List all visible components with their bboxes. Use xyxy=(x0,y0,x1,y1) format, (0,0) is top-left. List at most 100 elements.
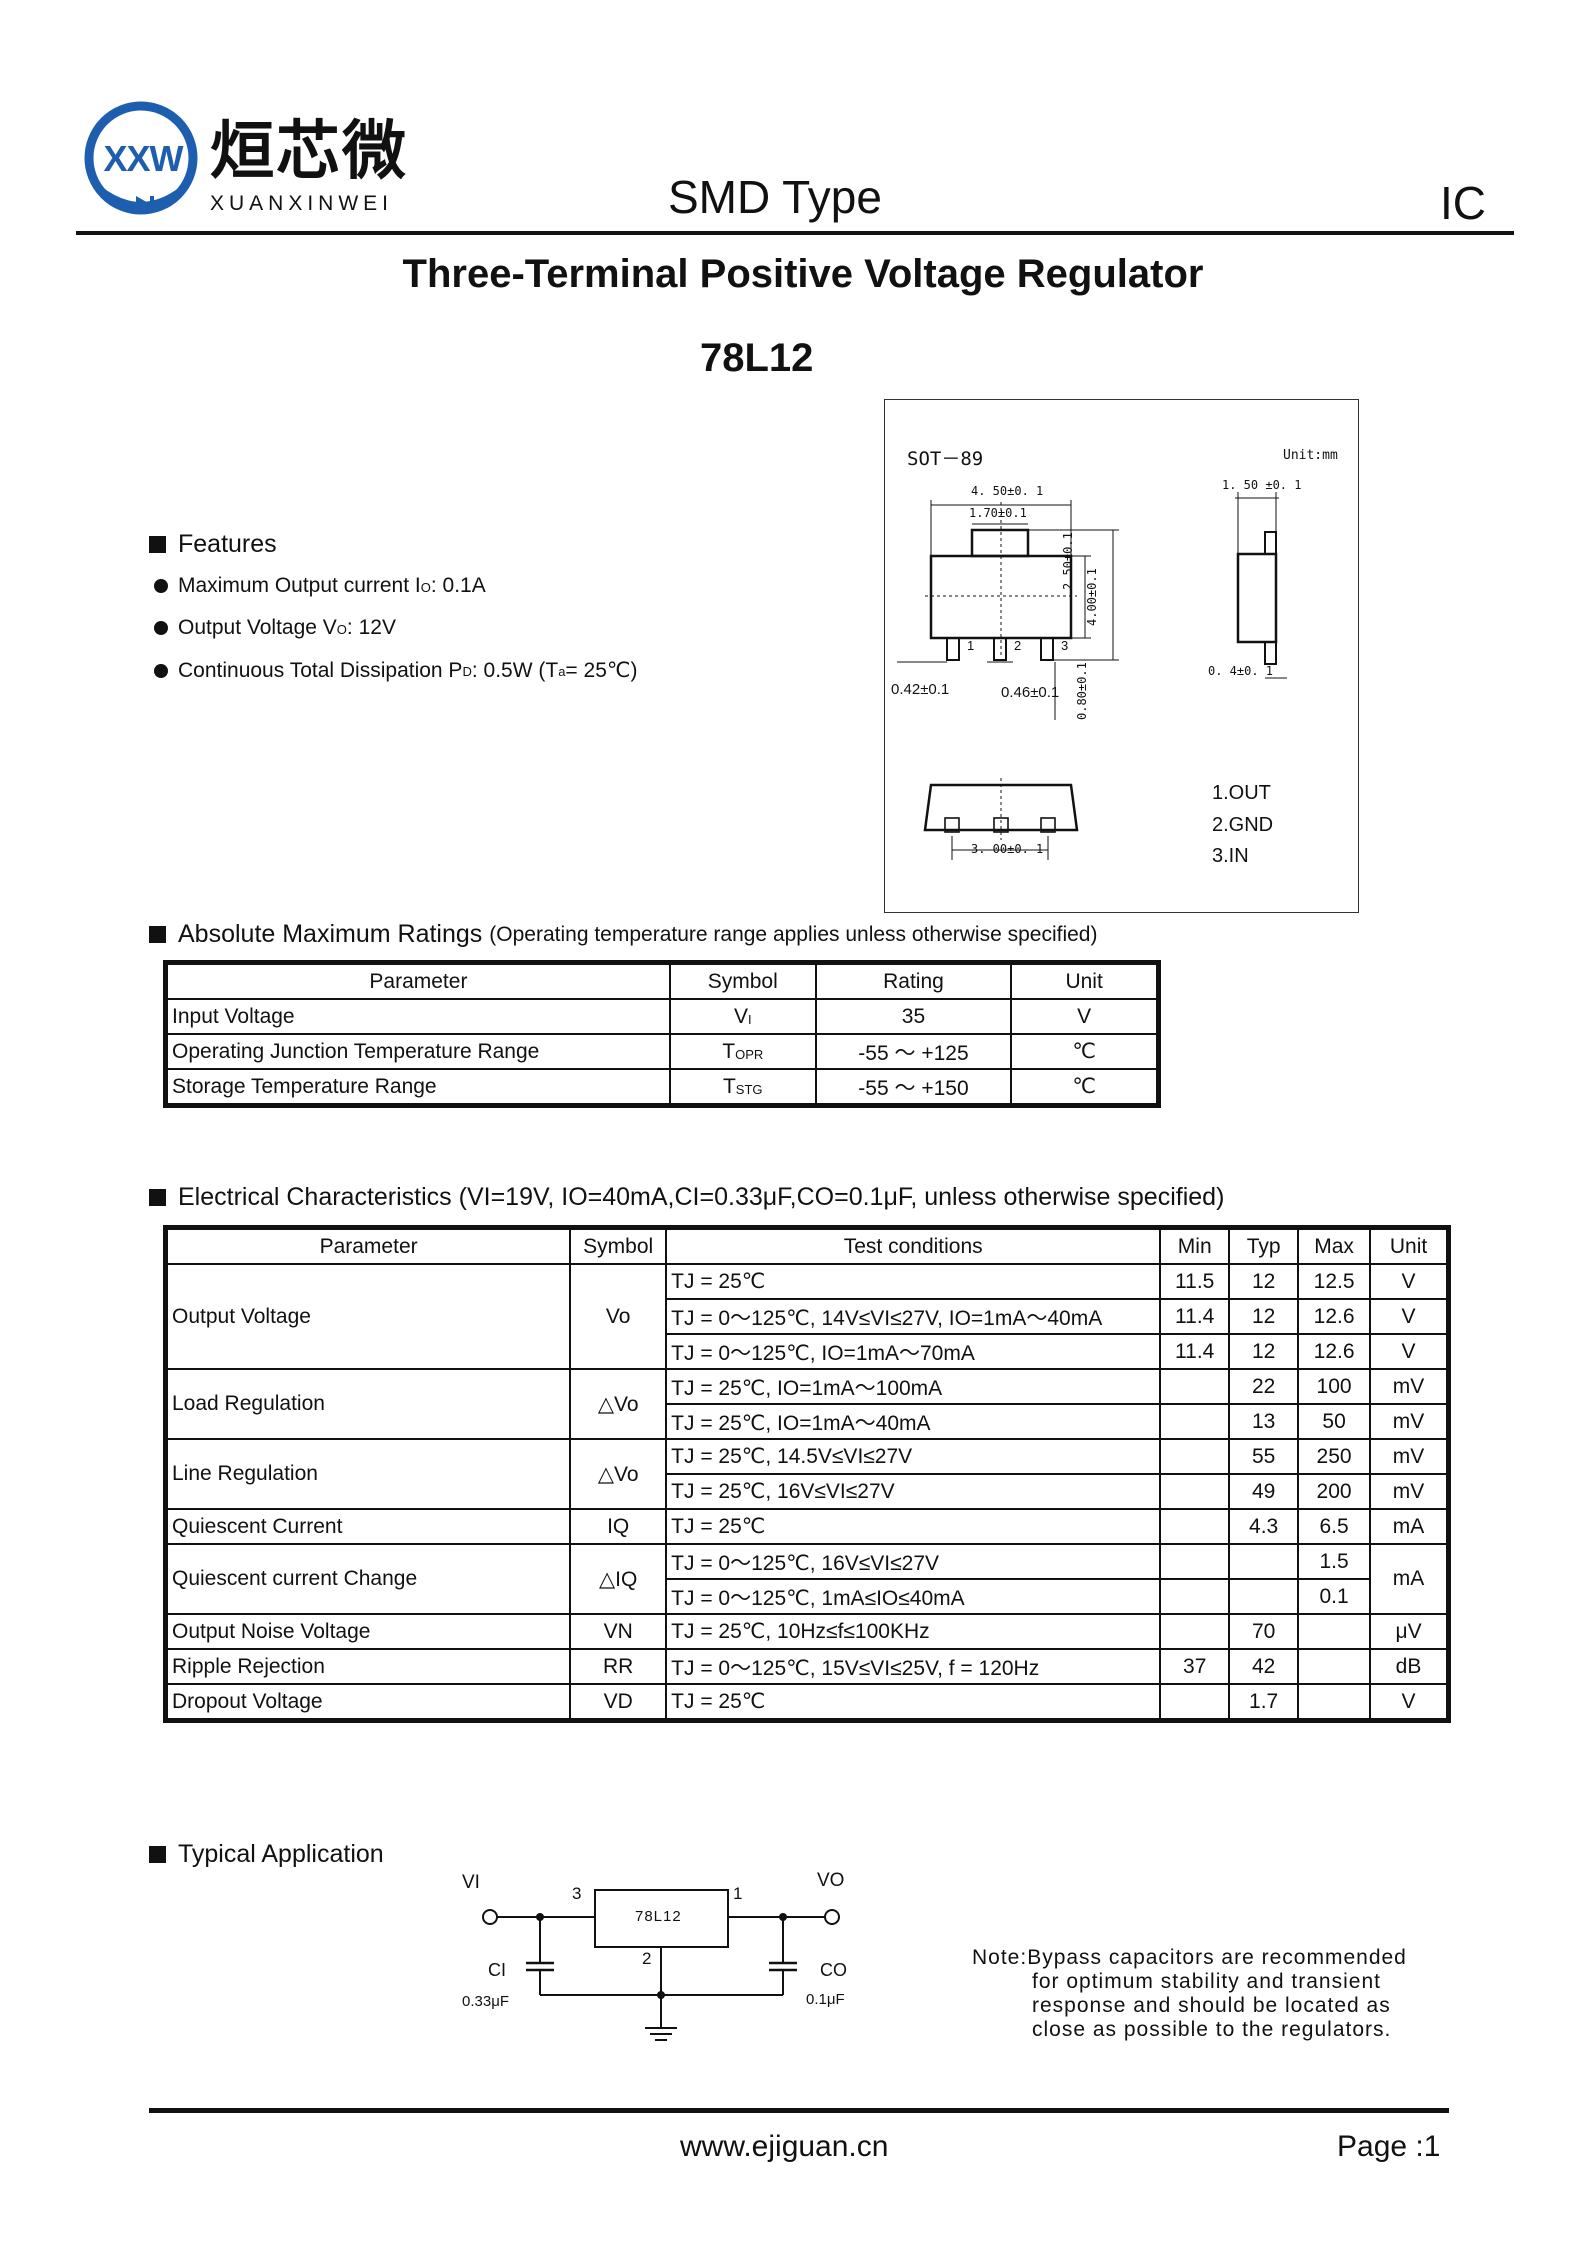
pin-label: 3 xyxy=(1061,638,1069,653)
dim-side-thick: 1. 50 ±0. 1 xyxy=(1222,478,1302,492)
application-note: Note:Bypass capacitors are recommended f… xyxy=(972,1946,1407,2041)
typ-cell: 12 xyxy=(1228,1263,1300,1300)
category-label: IC xyxy=(1440,177,1486,229)
header-cell: Rating xyxy=(814,963,1013,1000)
elec-heading: Electrical Characteristics (VI=19V, IO=4… xyxy=(149,1183,1224,1212)
vi-label: VI xyxy=(462,1872,480,1893)
condition-cell: TJ = 25℃, 10Hz≤f≤100KHz xyxy=(665,1613,1162,1650)
features-heading: Features xyxy=(149,530,277,559)
min-cell xyxy=(1159,1543,1231,1580)
max-cell xyxy=(1297,1683,1372,1720)
package-drawing: SOT－89 Unit:mm 4. 50±0. 1 1.70±0.1 1. 50… xyxy=(884,399,1359,913)
pin-in-label: 3 xyxy=(572,1884,582,1903)
header-cell: Unit xyxy=(1010,963,1158,1000)
max-cell: 12.5 xyxy=(1297,1263,1372,1300)
max-cell: 12.6 xyxy=(1297,1333,1372,1370)
dim-height-total: 4.00±0.1 xyxy=(1085,568,1099,626)
param-cell: Storage Temperature Range xyxy=(166,1068,671,1105)
dim-side-lead: 0. 4±0. 1 xyxy=(1208,664,1274,678)
unit-cell: dB xyxy=(1369,1648,1448,1685)
bullet-dot-icon xyxy=(154,579,168,593)
condition-cell: TJ = 25℃ xyxy=(665,1508,1162,1545)
application-circuit: VI VO 3 1 78L12 2 CI 0.33μF CO 0.1μF xyxy=(440,1860,900,2060)
rating-cell: -55 ～ +125 xyxy=(814,1033,1013,1070)
package-unit: Unit:mm xyxy=(1283,448,1338,463)
unit-cell: V xyxy=(1369,1333,1448,1370)
symbol-cell: IQ xyxy=(569,1508,668,1545)
header-cell: Typ xyxy=(1228,1228,1300,1265)
min-cell xyxy=(1159,1473,1231,1510)
condition-cell: TJ = 0～125℃, 1mA≤IO≤40mA xyxy=(665,1578,1162,1615)
application-heading: Typical Application xyxy=(149,1840,384,1869)
logo-mark: XXW xyxy=(103,138,183,179)
dim-lead-len: 0.80±0.1 xyxy=(1075,662,1089,720)
param-cell: Dropout Voltage xyxy=(165,1683,572,1720)
footer-rule xyxy=(149,2108,1449,2113)
param-cell: Output Noise Voltage xyxy=(165,1613,572,1650)
page-number: Page :1 xyxy=(1337,2130,1441,2163)
unit-cell: mV xyxy=(1369,1403,1448,1440)
typ-cell: 42 xyxy=(1228,1648,1300,1685)
unit-cell: V xyxy=(1010,998,1158,1035)
pin-gnd-label: 2 xyxy=(642,1949,652,1968)
typ-cell: 12 xyxy=(1228,1298,1300,1335)
min-cell: 11.4 xyxy=(1159,1298,1231,1335)
table-row: Input Voltage VI 35 V xyxy=(166,998,1158,1035)
param-cell: Output Voltage xyxy=(165,1263,572,1370)
param-cell: Quiescent Current xyxy=(165,1508,572,1545)
condition-cell: TJ = 25℃, IO=1mA～40mA xyxy=(665,1403,1162,1440)
unit-cell: mA xyxy=(1369,1543,1448,1615)
circuit-schematic-diagram xyxy=(482,1889,840,2041)
header-rule xyxy=(76,231,1514,235)
unit-cell: ℃ xyxy=(1010,1068,1158,1105)
footer-website-link[interactable]: www.ejiguan.cn xyxy=(680,2130,889,2163)
header-cell: Unit xyxy=(1369,1228,1448,1265)
symbol-cell: △Vo xyxy=(569,1368,668,1440)
package-outline-diagram xyxy=(897,492,1287,860)
logo-chinese-name: 烜芯微 xyxy=(210,115,408,189)
unit-cell: ℃ xyxy=(1010,1033,1158,1070)
package-name: SOT－89 xyxy=(907,448,984,470)
pin-out-label: 1 xyxy=(733,1884,743,1903)
bullet-dot-icon xyxy=(154,621,168,635)
symbol-cell: VD xyxy=(569,1683,668,1720)
symbol-cell: VN xyxy=(569,1613,668,1650)
ic-label: 78L12 xyxy=(635,1908,682,1925)
min-cell xyxy=(1159,1508,1231,1545)
part-number: 78L12 xyxy=(700,336,814,380)
pin-assignment: 2.GND xyxy=(1212,814,1274,836)
ci-value: 0.33μF xyxy=(462,1993,509,2010)
condition-cell: TJ = 0～125℃, 16V≤VI≤27V xyxy=(665,1543,1162,1580)
table-row: Storage Temperature Range TSTG -55 ～ +15… xyxy=(166,1068,1158,1105)
header-cell: Parameter xyxy=(166,963,671,1000)
condition-cell: TJ = 25℃ xyxy=(665,1683,1162,1720)
header-cell: Min xyxy=(1159,1228,1231,1265)
pin-label: 1 xyxy=(967,638,975,653)
pin-assignment: 1.OUT xyxy=(1212,782,1271,804)
symbol-cell: RR xyxy=(569,1648,668,1685)
max-cell: 0.1 xyxy=(1297,1578,1372,1615)
max-cell: 250 xyxy=(1297,1438,1372,1475)
symbol-cell: TSTG xyxy=(668,1068,817,1105)
typ-cell: 70 xyxy=(1228,1613,1300,1650)
rating-cell: -55 ～ +150 xyxy=(814,1068,1013,1105)
dim-height-body: 2.50±0.1 xyxy=(1061,532,1075,590)
min-cell xyxy=(1159,1613,1231,1650)
pin-label: 2 xyxy=(1014,638,1022,653)
symbol-cell: TOPR xyxy=(668,1033,817,1070)
bullet-dot-icon xyxy=(154,663,168,678)
max-cell: 6.5 xyxy=(1297,1508,1372,1545)
